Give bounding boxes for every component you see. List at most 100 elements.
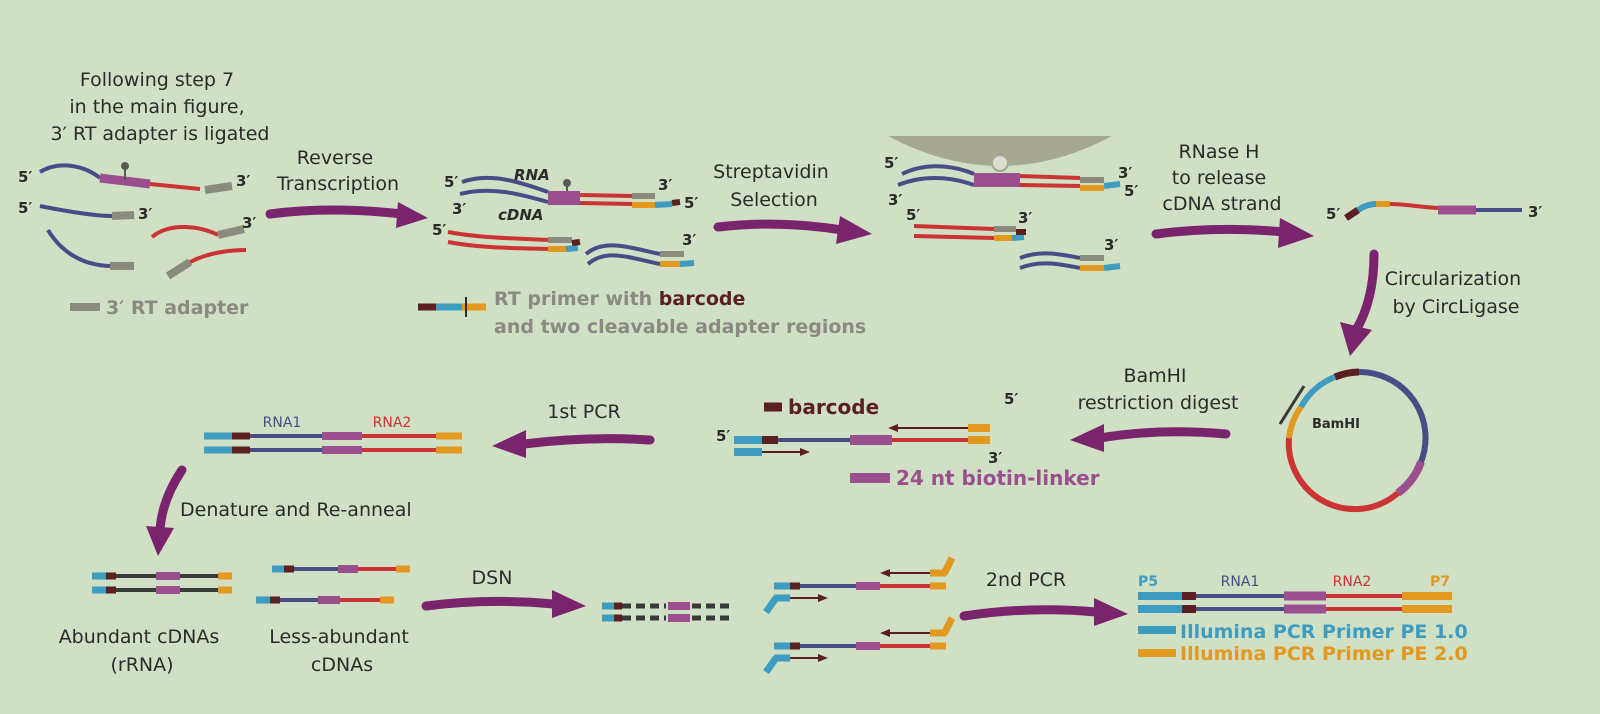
legend-pe1-label: Illumina PCR Primer PE 1.0 [1180, 621, 1468, 643]
pe1-overhang [763, 655, 779, 675]
rna-strand [39, 204, 113, 218]
circle-pe2-arc [1286, 405, 1304, 439]
three-prime-label: 3′ [452, 200, 466, 218]
step-streptavidin-selection: Streptavidin Selection [713, 161, 872, 244]
process-arrow [959, 605, 1101, 621]
intro-text: Following step 7 in the main figure, 3′ … [51, 69, 270, 145]
five-prime-label: 5′ [906, 206, 920, 224]
primer-arrow-head [818, 594, 828, 602]
rna-strand [461, 175, 549, 194]
stage-streptavidin-bead: 5′ 3′ 5′ 3′ 5′ 3′ 3′ [884, 136, 1138, 271]
pe1-segment [1356, 201, 1377, 213]
pe2-overhang [940, 556, 956, 576]
rt-adapter-segment [111, 211, 135, 220]
pe1-segment [1011, 234, 1025, 241]
three-prime-label: 3′ [682, 231, 696, 249]
biotin-ball [121, 162, 129, 170]
rna-strand [189, 248, 247, 264]
primer-arrow-head [888, 424, 898, 432]
rna-strand [901, 164, 975, 176]
five-prime-label: 5′ [684, 194, 698, 212]
cdna-strand [1019, 183, 1081, 188]
primer-arrow-head [880, 569, 890, 577]
rna-strand [149, 182, 201, 191]
stage-linearized-cdna: barcode 5′ 5′ 3′ 24 nt biotin-linker [716, 390, 1100, 490]
rna2-label: RNA2 [373, 415, 412, 431]
step-dsn: DSN [421, 567, 586, 618]
bead-anchor [991, 154, 1009, 172]
reverse-transcription-label: Reverse Transcription [276, 147, 399, 195]
process-arrow [1351, 249, 1379, 335]
three-prime-label: 3′ [1018, 209, 1032, 227]
step-second-pcr: 2nd PCR [959, 569, 1128, 626]
first-pcr-label: 1st PCR [547, 401, 620, 423]
rt-adapter-segment [204, 182, 233, 194]
cdna-strand [579, 201, 633, 206]
step-denature: Denature and Re-anneal [146, 465, 412, 556]
three-prime-label: 3′ [1528, 203, 1542, 221]
rna-strand [38, 163, 102, 180]
stage-post-dsn [602, 556, 956, 675]
five-prime-label: 5′ [18, 199, 32, 217]
stage-reannealed-cdnas: Abundant cDNAs (rRNA) Less-abundant cDNA… [59, 565, 415, 676]
arrow-head [1070, 424, 1104, 452]
arrow-head [1094, 598, 1128, 626]
rna1-label: RNA1 [263, 415, 302, 431]
pe1-segment [1103, 263, 1121, 271]
legend-barcode-label: barcode [788, 395, 879, 419]
pe1-segment [565, 245, 579, 252]
stage-ligated-rnas: Following step 7 in the main figure, 3′ … [18, 69, 270, 280]
legend-rt-primer-label: RT primer with barcode [494, 288, 745, 310]
stage-final-library: P5 RNA1 RNA2 P7 Illumina PCR Primer PE 1… [1138, 574, 1468, 665]
barcode-segment [571, 239, 581, 246]
primer-arrow-head [818, 654, 828, 662]
circle-barcode-arc [1333, 368, 1360, 381]
arrow-head [492, 430, 526, 458]
five-prime-label: 5′ [18, 168, 32, 186]
bamhi-digest-label: BamHI restriction digest [1078, 365, 1239, 414]
three-prime-label: 3′ [658, 176, 672, 194]
pe1-overhang [763, 595, 779, 615]
legend-rt-adapter: 3′ RT adapter [70, 297, 249, 319]
five-prime-label: 5′ [444, 173, 458, 191]
process-arrow [1151, 224, 1289, 239]
arrow-head [146, 526, 174, 556]
circularization-label: Circularization by CircLigase [1385, 268, 1528, 318]
biotin-linker-segment [99, 173, 151, 189]
five-prime-label: 5′ [1004, 390, 1018, 408]
pe2-overhang [940, 616, 956, 636]
rna-strand [579, 193, 633, 198]
process-arrow [519, 434, 655, 449]
stage-circular-cdna: BamHI [1278, 368, 1429, 513]
process-arrow [1095, 427, 1231, 443]
cdna-strand [447, 240, 549, 251]
circle-linker-arc [1395, 460, 1425, 497]
pe1-segment [654, 201, 673, 208]
arrow-head [836, 216, 872, 244]
step-circularization: Circularization by CircLigase [1340, 249, 1528, 356]
legend-rt-adapter-label: 3′ RT adapter [106, 297, 249, 319]
less-abundant-label: Less-abundant cDNAs [269, 626, 415, 676]
bamhi-site-label: BamHI [1312, 417, 1360, 432]
three-prime-label: 3′ [888, 191, 902, 209]
cdna-tag: cDNA [498, 206, 544, 224]
barcode-segment [671, 199, 681, 206]
rnase-h-label: RNase H to release cDNA strand [1162, 141, 1281, 215]
arrow-head [552, 590, 586, 618]
circle-pe1-arc [1298, 374, 1337, 409]
three-prime-label: 3′ [138, 205, 152, 223]
three-prime-label: 3′ [242, 214, 256, 232]
five-prime-label: 5′ [1326, 205, 1340, 223]
rna2-label: RNA2 [1333, 574, 1372, 590]
five-prime-label: 5′ [884, 154, 898, 172]
circle-red-arc [1285, 437, 1400, 513]
cdna-strand [586, 253, 661, 266]
rna-strand [584, 243, 661, 256]
process-arrow [265, 205, 407, 219]
stage-first-pcr-product: RNA1 RNA2 [204, 415, 462, 454]
rna-strand [46, 228, 111, 268]
step-first-pcr: 1st PCR [492, 401, 655, 458]
streptavidin-bead [888, 136, 1112, 166]
